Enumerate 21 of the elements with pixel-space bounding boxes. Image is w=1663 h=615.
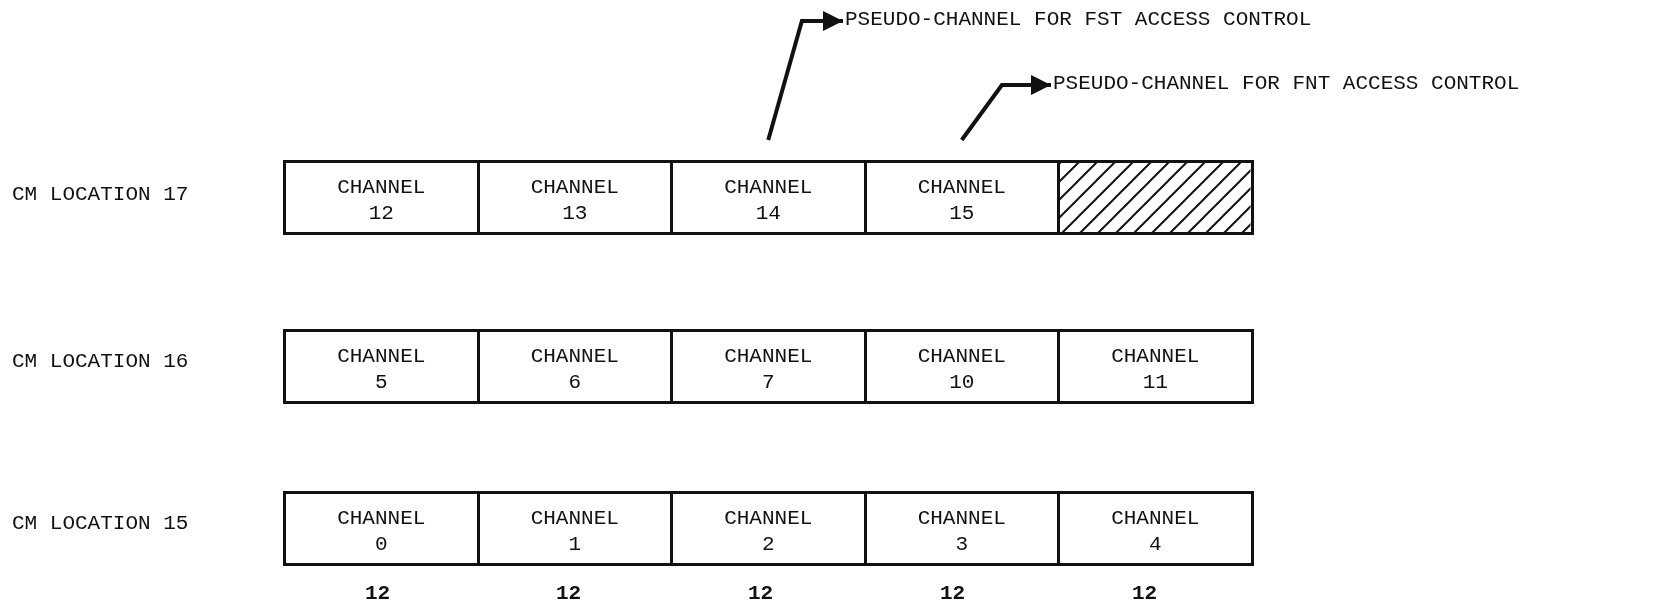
- row-label: CM LOCATION 15: [12, 512, 189, 535]
- annotation-text: PSEUDO-CHANNEL FOR FNT ACCESS CONTROL: [1053, 72, 1520, 95]
- channel-cell: CHANNEL 14: [670, 160, 867, 235]
- channel-cell: CHANNEL 0: [283, 491, 480, 566]
- channel-cell: CHANNEL 4: [1057, 491, 1254, 566]
- row-label: CM LOCATION 16: [12, 350, 189, 373]
- bit-width-label: 12: [556, 582, 582, 605]
- bit-width-label: 12: [940, 582, 966, 605]
- bit-width-label: 12: [748, 582, 774, 605]
- bit-width-label: 12: [1132, 582, 1158, 605]
- leader-line: [766, 11, 843, 141]
- hatched-cell: [1057, 160, 1254, 235]
- annotation-text: PSEUDO-CHANNEL FOR FST ACCESS CONTROL: [845, 8, 1312, 31]
- row-label: CM LOCATION 17: [12, 183, 189, 206]
- channel-cell: CHANNEL 7: [670, 329, 867, 404]
- channel-cell: CHANNEL 2: [670, 491, 867, 566]
- leader-line: [960, 75, 1051, 142]
- bit-width-label: 12: [365, 582, 391, 605]
- channel-cell: CHANNEL 11: [1057, 329, 1254, 404]
- channel-cell: CHANNEL 5: [283, 329, 480, 404]
- channel-cell: CHANNEL 12: [283, 160, 480, 235]
